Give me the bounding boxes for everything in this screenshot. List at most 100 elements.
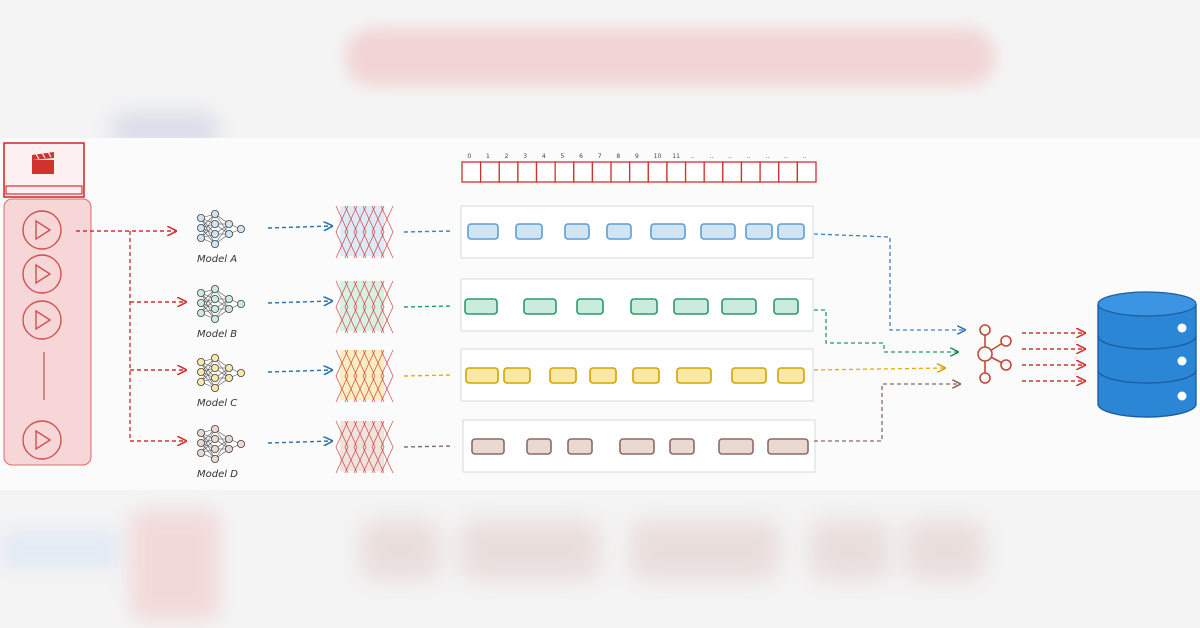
model-label: Model A <box>197 254 237 265</box>
segment-token <box>549 367 577 384</box>
segment-token <box>745 223 773 240</box>
timeline-cell <box>759 161 780 183</box>
segment-token <box>567 438 593 455</box>
timeline-cell <box>703 161 724 183</box>
timeline-tick-label: 7 <box>598 153 602 160</box>
embedding-stack-icon <box>335 420 394 474</box>
model-label: Model D <box>197 469 238 480</box>
timeline-cell <box>554 161 575 183</box>
timeline-tick-label: 9 <box>635 153 639 160</box>
embedding-to-sequence-line <box>403 305 453 308</box>
blurred-title-background <box>345 28 995 86</box>
timeline-cell <box>573 161 594 183</box>
sequence-to-aggregator-arrow <box>814 309 958 352</box>
neural-network-icon <box>196 424 245 463</box>
timeline-cell <box>535 161 556 183</box>
segment-token <box>606 223 632 240</box>
embedding-to-sequence-line <box>403 374 453 377</box>
segment-token <box>564 223 590 240</box>
timeline-cell <box>684 161 705 183</box>
embedding-stack-icon <box>335 280 394 334</box>
segment-token <box>465 367 499 384</box>
model-row-a: Model A <box>196 205 965 330</box>
sequence-to-aggregator-arrow <box>813 233 965 330</box>
model-label: Model C <box>197 398 237 409</box>
segment-token <box>632 367 660 384</box>
timeline-tick-label: .. <box>803 153 807 160</box>
segment-token <box>589 367 617 384</box>
segment-token <box>503 367 531 384</box>
timeline-tick-label: .. <box>710 153 714 160</box>
segment-token <box>515 223 543 240</box>
segment-token <box>721 298 757 315</box>
timeline-tick-label: .. <box>765 153 769 160</box>
timeline-tick-label: 2 <box>505 153 509 160</box>
segment-token <box>464 298 498 315</box>
kafka-icon <box>977 324 1012 384</box>
segment-token <box>630 298 658 315</box>
timeline-cell <box>796 161 817 183</box>
timeline-tick-label: .. <box>691 153 695 160</box>
timeline-tick-label: 11 <box>672 153 680 160</box>
timeline-cell <box>610 161 631 183</box>
model-to-embedding-arrow <box>267 370 332 372</box>
play-icon[interactable] <box>22 254 62 294</box>
sequence-to-aggregator-arrow <box>813 368 945 370</box>
embedding-to-sequence-line <box>403 230 453 233</box>
blurred-element <box>460 520 600 580</box>
timeline-cell <box>461 161 482 183</box>
timeline-tick-label: .. <box>784 153 788 160</box>
timeline-tick-label: 10 <box>654 153 662 160</box>
segment-token <box>650 223 686 240</box>
blurred-element <box>810 520 890 580</box>
play-icon[interactable] <box>22 300 62 340</box>
video-list-panel <box>3 198 92 466</box>
segment-token <box>777 367 805 384</box>
timeline-cell <box>740 161 761 183</box>
timeline-tick-label: 4 <box>542 153 546 160</box>
blurred-element <box>360 520 440 580</box>
model-to-embedding-arrow <box>267 441 332 443</box>
model-row-d: Model D <box>196 384 960 480</box>
model-rows: Model A Model B Model C Model D <box>196 205 965 480</box>
model-row-b: Model B <box>196 278 958 352</box>
segment-token <box>767 438 809 455</box>
segment-token <box>669 438 695 455</box>
neural-network-icon <box>196 209 245 248</box>
blurred-element <box>130 510 220 620</box>
aggregator-to-database-arrows <box>1022 333 1085 381</box>
model-to-embedding-arrow <box>267 226 332 228</box>
timeline-cell <box>517 161 538 183</box>
timeline-cell <box>479 161 500 183</box>
sequence-to-aggregator-arrow <box>814 384 960 442</box>
play-icon[interactable] <box>22 210 62 250</box>
timeline-tick-label: .. <box>728 153 732 160</box>
model-row-c: Model C <box>196 348 945 409</box>
timeline-cell <box>778 161 799 183</box>
segment-token <box>700 223 736 240</box>
embedding-to-sequence-line <box>403 445 453 448</box>
segment-token <box>467 223 499 240</box>
embedding-stack-icon <box>335 205 394 259</box>
timeline-cell <box>666 161 687 183</box>
timeline-tick-label: 3 <box>523 153 527 160</box>
timeline-cell <box>629 161 649 183</box>
neural-network-icon <box>196 284 245 323</box>
timeline-cell <box>591 161 612 183</box>
timeline-tick-label: 6 <box>579 153 583 160</box>
timeline-tick-label: 0 <box>467 153 471 160</box>
segment-token <box>777 223 805 240</box>
play-icon[interactable] <box>22 420 62 460</box>
segment-token <box>619 438 655 455</box>
segment-token <box>471 438 505 455</box>
timeline-cell <box>647 161 668 183</box>
timeline-cell <box>498 161 519 183</box>
blurred-element <box>905 520 985 580</box>
segment-token <box>718 438 754 455</box>
blurred-element <box>0 530 120 570</box>
video-to-model-arrows <box>76 231 186 441</box>
segment-token <box>523 298 557 315</box>
segment-token <box>773 298 799 315</box>
database-icon <box>1097 291 1197 418</box>
